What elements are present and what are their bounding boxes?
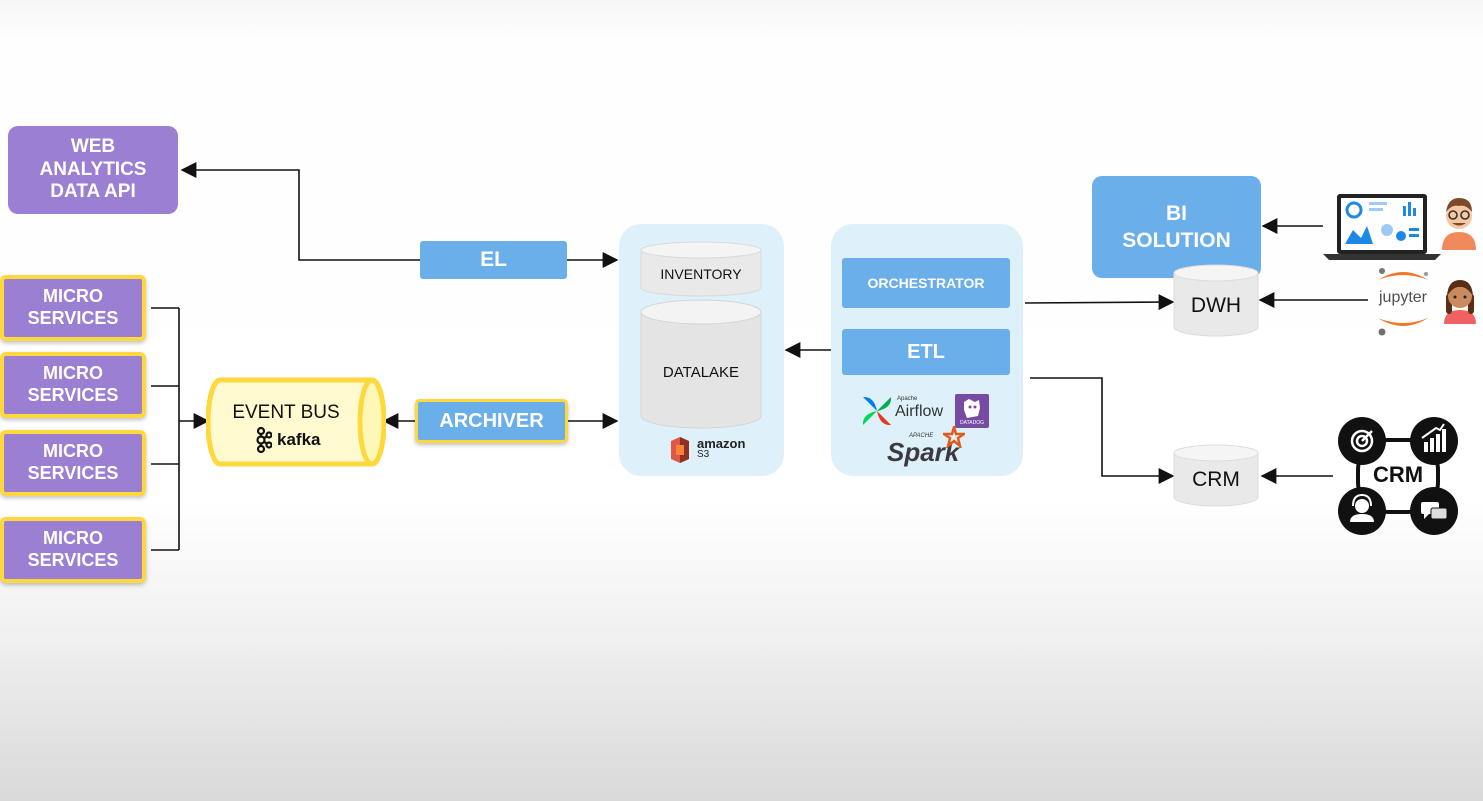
support-agent-icon [1350,493,1374,522]
event-bus-label: EVENT BUS [232,402,340,423]
analyst-avatar-icon [1442,198,1476,250]
jupyter-icon [1378,268,1428,336]
s3-logo-text: S3 [697,449,710,460]
el-box: EL [420,241,567,279]
micro-services-box-3: MICRO SERVICES [0,430,146,496]
amazon-s3-icon [671,437,689,463]
crm-cylinder [1173,444,1259,507]
crm-badge: CRM [1336,416,1460,536]
data-scientist-avatar-icon [1444,280,1476,324]
datadog-logo-text: DATADOG [960,420,984,426]
spark-logo-text: Spark [887,437,960,467]
micro-services-box-1: MICRO SERVICES [0,275,146,341]
laptop-dashboard-icon [1323,194,1441,260]
inventory-label: INVENTORY [660,266,742,282]
jupyter-logo-text: jupyter [1378,289,1428,306]
processing-panel: ORCHESTRATOR ETL Apache Airflow DATADOG … [831,224,1023,476]
airflow-icon [862,396,892,426]
datalake-label: DATALAKE [662,364,740,381]
micro-services-box-2: MICRO SERVICES [0,352,146,418]
kafka-logo-text: kafka [277,430,321,449]
airflow-apache-text: Apache [897,396,918,402]
datalake-cylinder [640,299,762,429]
target-icon [1350,429,1374,453]
event-bus-cylinder: EVENT BUS kafka [206,376,386,468]
dwh-cylinder [1173,264,1259,337]
archiver-box: ARCHIVER [415,399,568,443]
spark-star-icon [943,426,965,448]
kafka-icon [256,426,272,454]
orchestrator-box: ORCHESTRATOR [842,258,1010,308]
crm-db-label: CRM [1192,468,1240,491]
datadog-icon: DATADOG [955,394,989,428]
airflow-logo-text: Airflow [895,403,944,420]
dwh-label: DWH [1190,294,1242,317]
etl-box: ETL [842,329,1010,375]
inventory-cylinder [640,241,762,297]
spark-apache-text: APACHE [909,433,934,439]
bi-solution-box: BI SOLUTION [1092,176,1261,278]
chat-bubbles-icon [1421,502,1448,520]
web-analytics-data-api-box: WEB ANALYTICS DATA API [8,126,178,214]
micro-services-box-4: MICRO SERVICES [0,517,146,583]
growth-chart-icon [1421,423,1446,452]
crm-badge-label: CRM [1372,462,1424,487]
storage-panel: INVENTORY DATALAKE amazon S3 [619,224,784,476]
amazon-logo-text: amazon [697,436,746,451]
